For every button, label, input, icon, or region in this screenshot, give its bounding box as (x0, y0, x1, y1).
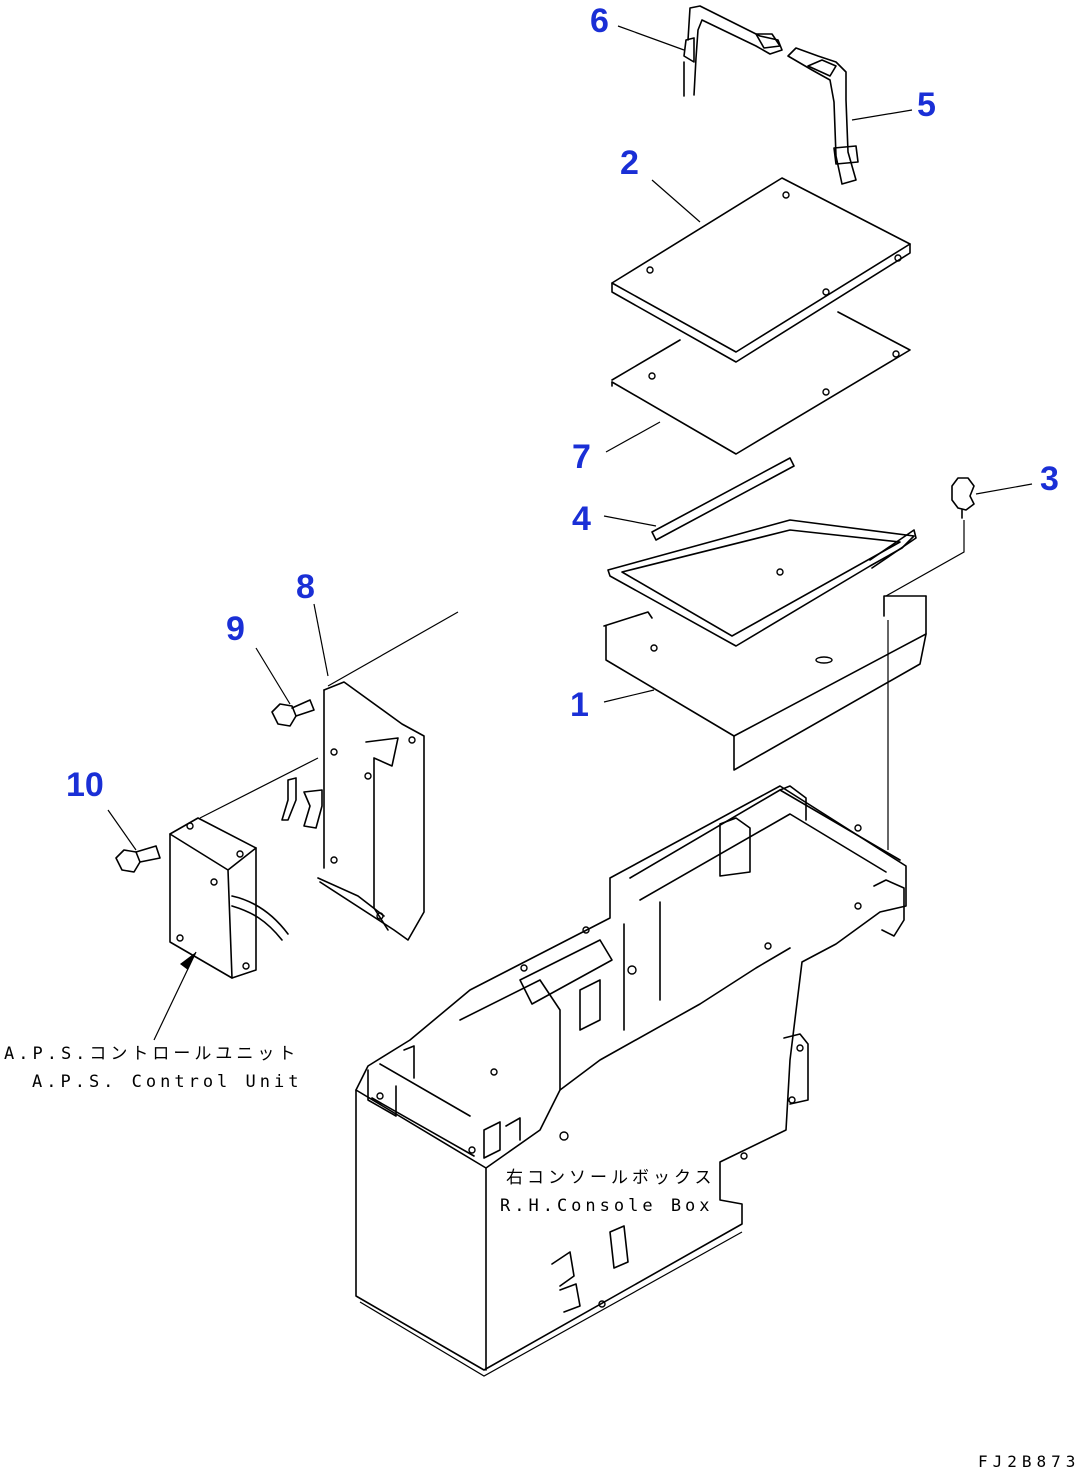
leader-3 (975, 483, 1033, 495)
rh-console-box (355, 785, 907, 1377)
callout-3: 3 (1040, 460, 1059, 498)
leader-2 (651, 179, 701, 223)
console-box-label-jp: 右コンソールボックス (506, 1168, 716, 1188)
part-3-screw (885, 477, 975, 850)
leader-7 (605, 421, 661, 453)
callout-5: 5 (917, 86, 936, 124)
leader-4 (603, 515, 657, 527)
aps-control-unit (153, 757, 319, 1041)
leader-lines (107, 25, 1033, 851)
part-8-bracket (281, 611, 459, 941)
part-7-mat (611, 311, 911, 455)
leader-8 (313, 603, 329, 677)
callout-7: 7 (572, 438, 591, 476)
leader-9 (255, 647, 291, 705)
callout-1: 1 (570, 686, 589, 724)
leader-5 (851, 109, 913, 121)
part-9-bolt (271, 699, 315, 727)
callout-4: 4 (572, 500, 591, 538)
part-1-tray (603, 568, 927, 771)
console-box-label-en: R.H.Console Box (500, 1196, 714, 1216)
part-2-lid (611, 177, 911, 363)
drawing-code: FJ2B873 (978, 1452, 1081, 1471)
callout-10: 10 (66, 766, 104, 804)
leader-6 (617, 25, 685, 51)
control-unit-label-jp: A.P.S.コントロールユニット (4, 1044, 300, 1064)
callout-6: 6 (590, 2, 609, 40)
control-unit-label-en: A.P.S. Control Unit (32, 1072, 303, 1092)
part-6-strap (683, 5, 783, 97)
callout-9: 9 (226, 610, 245, 648)
leader-10 (107, 809, 137, 851)
part-4-seal (607, 457, 917, 647)
leader-1 (603, 689, 655, 703)
part-10-bolt (115, 845, 161, 873)
part-5-buckle-strap (787, 47, 859, 185)
callout-2: 2 (620, 144, 639, 182)
callout-8: 8 (296, 568, 315, 606)
